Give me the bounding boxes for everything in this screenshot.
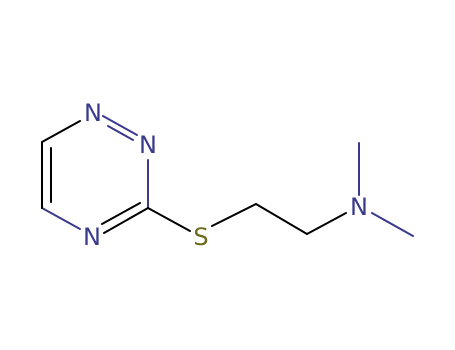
bond-ch2-n [306,212,347,235]
atom-n4-label: N [83,223,101,251]
bond-ch2-ch2 [255,203,308,235]
bond-n1-n2-b [107,125,134,141]
bond-n4-c5 [41,207,81,230]
atom-n1-label: N [84,99,102,127]
bond-s-ch2 [211,203,257,227]
bond-c3-s [147,207,191,232]
atom-amine-n-label: N [350,193,368,221]
bond-c3-n4-b [101,202,141,225]
bond-n1-n2-a [102,115,138,136]
bond-c3-n4-a [103,207,149,234]
bond-n-me-right [371,212,414,237]
atom-n2-label: N [139,131,157,159]
bond-c6-n1 [41,120,81,143]
atom-s-label: S [193,223,208,251]
